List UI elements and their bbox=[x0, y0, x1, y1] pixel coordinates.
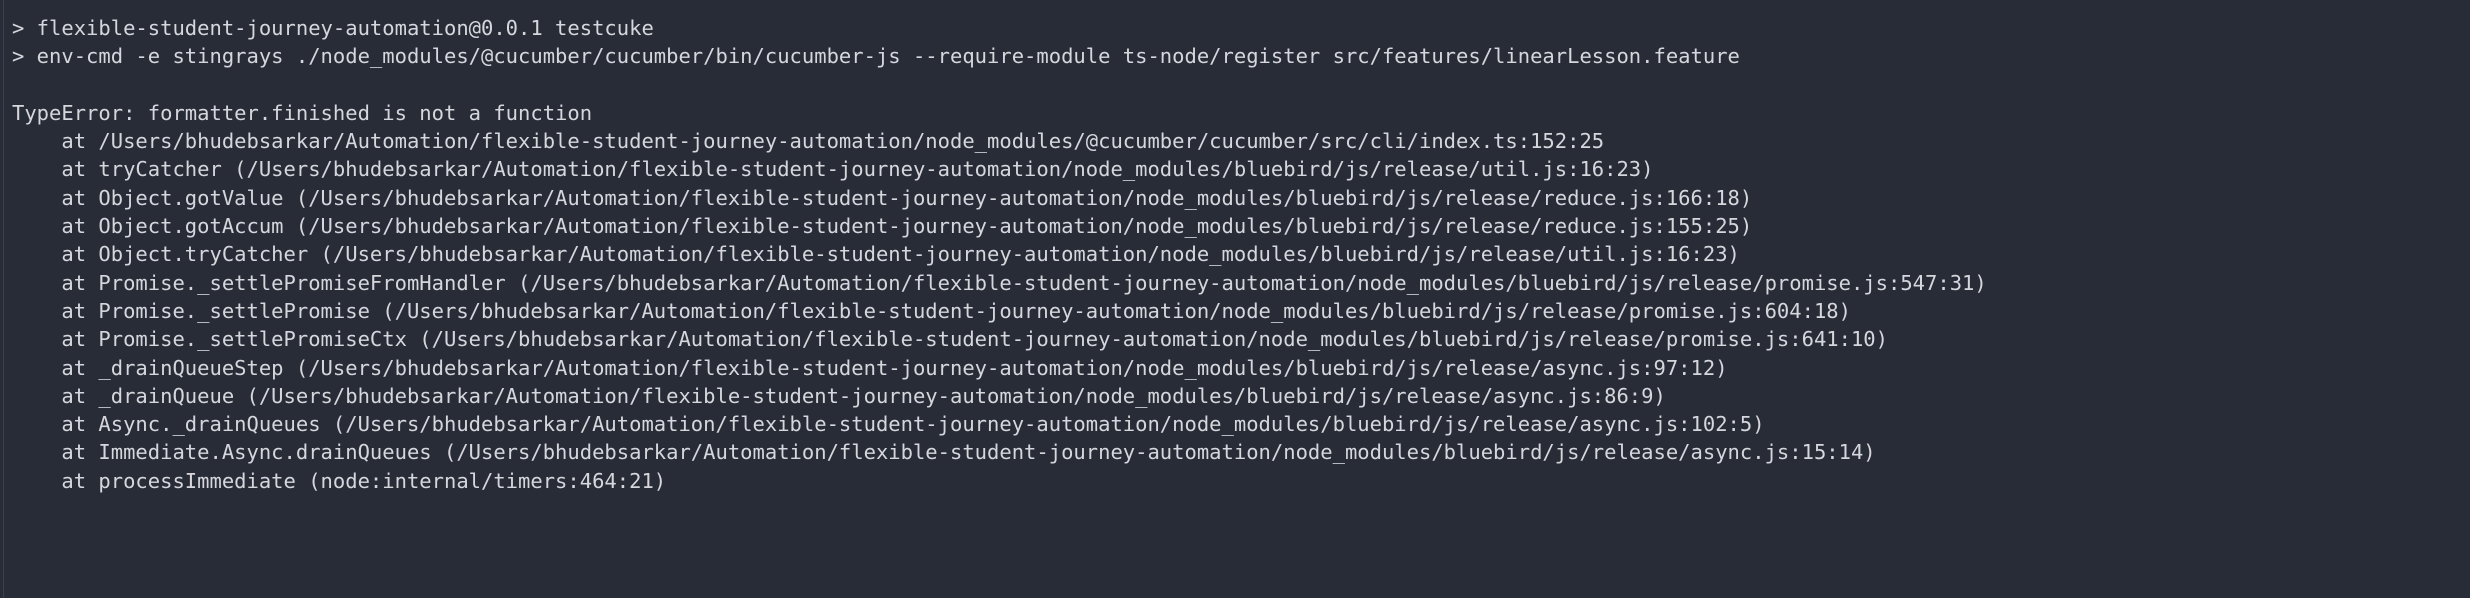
terminal-line-frame-10: at _drainQueue (/Users/bhudebsarkar/Auto… bbox=[12, 383, 1666, 408]
terminal-line-npm-script-command: > env-cmd -e stingrays ./node_modules/@c… bbox=[12, 44, 1740, 69]
terminal-line-frame-9: at _drainQueueStep (/Users/bhudebsarkar/… bbox=[12, 355, 1728, 380]
terminal-line-frame-2: at tryCatcher (/Users/bhudebsarkar/Autom… bbox=[12, 157, 1654, 182]
terminal-line-error-message: TypeError: formatter.finished is not a f… bbox=[12, 100, 593, 125]
terminal-line-frame-5: at Object.tryCatcher (/Users/bhudebsarka… bbox=[12, 242, 1740, 267]
terminal-line-frame-7: at Promise._settlePromise (/Users/bhudeb… bbox=[12, 298, 1851, 323]
terminal-left-rule bbox=[3, 0, 4, 598]
terminal-blank-line bbox=[12, 71, 2470, 99]
terminal-line-frame-8: at Promise._settlePromiseCtx (/Users/bhu… bbox=[12, 327, 1888, 352]
terminal-output[interactable]: > flexible-student-journey-automation@0.… bbox=[0, 14, 2470, 495]
terminal-line-frame-11: at Async._drainQueues (/Users/bhudebsark… bbox=[12, 412, 1765, 437]
terminal-line-npm-script-header: > flexible-student-journey-automation@0.… bbox=[12, 16, 654, 40]
terminal-line-frame-1: at /Users/bhudebsarkar/Automation/flexib… bbox=[12, 129, 1605, 154]
terminal-line-frame-6: at Promise._settlePromiseFromHandler (/U… bbox=[12, 270, 1987, 295]
terminal-line-frame-4: at Object.gotAccum (/Users/bhudebsarkar/… bbox=[12, 214, 1753, 239]
terminal-line-frame-12: at Immediate.Async.drainQueues (/Users/b… bbox=[12, 440, 1876, 465]
terminal-line-frame-3: at Object.gotValue (/Users/bhudebsarkar/… bbox=[12, 185, 1753, 210]
terminal-line-frame-13: at processImmediate (node:internal/timer… bbox=[12, 468, 667, 493]
